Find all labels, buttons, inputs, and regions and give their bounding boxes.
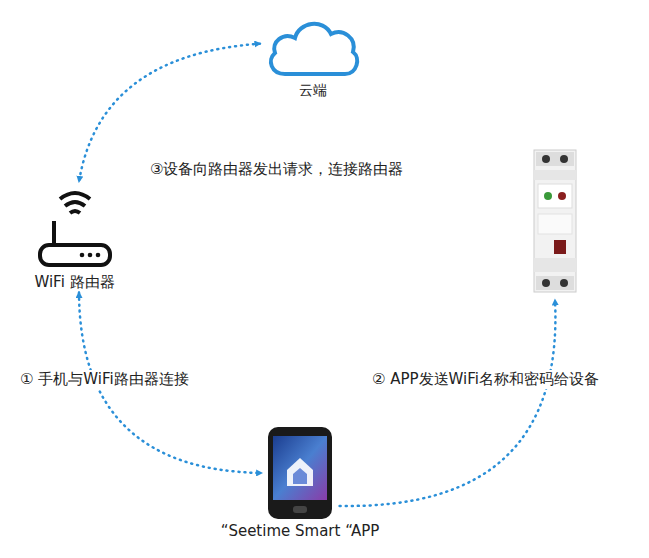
diagram-node bbox=[532, 148, 578, 294]
node-label: 云端 bbox=[254, 82, 372, 100]
step-label: ③设备向路由器发出请求，连接路由器 bbox=[148, 160, 405, 179]
step-label: ① 手机与WiFi路由器连接 bbox=[18, 370, 191, 389]
diagram-node: WiFi 路由器 bbox=[8, 185, 141, 292]
diagram-node: 云端 bbox=[254, 14, 372, 100]
dotted-connector bbox=[340, 300, 556, 506]
smart-breaker-device bbox=[532, 148, 578, 294]
node-label: WiFi 路由器 bbox=[8, 273, 141, 292]
router-icon bbox=[30, 185, 120, 271]
node-label: “Seetime Smart “APP bbox=[196, 522, 404, 540]
step-label: ② APP发送WiFi名称和密码给设备 bbox=[370, 370, 601, 389]
diagram-node: “Seetime Smart “APP bbox=[196, 426, 404, 540]
cloud-icon bbox=[263, 14, 363, 80]
phone-icon bbox=[267, 426, 333, 520]
